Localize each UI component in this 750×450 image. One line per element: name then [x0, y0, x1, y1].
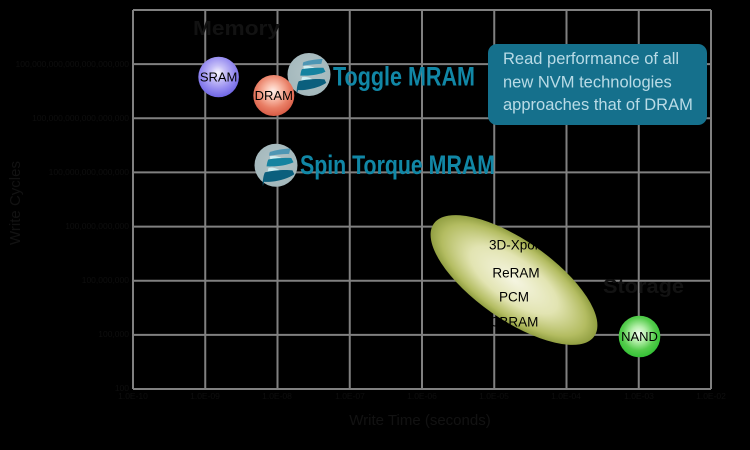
svg-text:Write Cycles: Write Cycles — [7, 161, 24, 245]
svg-text:Write Time (seconds): Write Time (seconds) — [349, 412, 490, 429]
svg-text:NAND: NAND — [621, 329, 658, 344]
svg-text:1.0E-09: 1.0E-09 — [190, 391, 220, 401]
svg-text:100,000,000,000,000: 100,000,000,000,000 — [49, 167, 130, 177]
svg-text:CBRAM: CBRAM — [490, 315, 539, 330]
svg-text:100,000,000,000,000,000,000: 100,000,000,000,000,000,000 — [16, 59, 130, 69]
svg-text:new NVM technologies: new NVM technologies — [503, 74, 672, 92]
svg-text:Spin Torque MRAM: Spin Torque MRAM — [300, 150, 495, 180]
svg-text:100,000,000,000: 100,000,000,000 — [65, 221, 129, 231]
svg-text:100,000,000: 100,000,000 — [82, 275, 130, 285]
svg-text:1.0E-03: 1.0E-03 — [624, 391, 654, 401]
svg-text:DRAM: DRAM — [255, 88, 293, 103]
svg-text:1.0E-04: 1.0E-04 — [551, 391, 581, 401]
svg-text:ReRAM: ReRAM — [492, 266, 539, 281]
svg-text:100: 100 — [115, 383, 129, 393]
svg-text:100,000: 100,000 — [98, 329, 129, 339]
svg-text:PCM: PCM — [499, 290, 529, 305]
svg-text:1.0E-05: 1.0E-05 — [479, 391, 509, 401]
svg-text:1.0E-10: 1.0E-10 — [118, 391, 148, 401]
svg-text:1.0E-07: 1.0E-07 — [335, 391, 365, 401]
svg-text:100,000,000,000,000,000: 100,000,000,000,000,000 — [32, 113, 129, 123]
svg-text:1.0E-06: 1.0E-06 — [407, 391, 437, 401]
svg-text:Storage: Storage — [603, 275, 684, 298]
svg-text:Memory: Memory — [193, 17, 281, 40]
svg-text:approaches that of DRAM: approaches that of DRAM — [503, 96, 693, 114]
svg-text:1.0E-02: 1.0E-02 — [696, 391, 726, 401]
svg-text:1.0E-08: 1.0E-08 — [262, 391, 292, 401]
svg-text:SRAM: SRAM — [200, 70, 238, 85]
svg-text:Read performance of all: Read performance of all — [503, 50, 679, 68]
svg-text:Toggle MRAM: Toggle MRAM — [333, 62, 475, 92]
svg-text:3D-Xpoint: 3D-Xpoint — [489, 238, 549, 253]
